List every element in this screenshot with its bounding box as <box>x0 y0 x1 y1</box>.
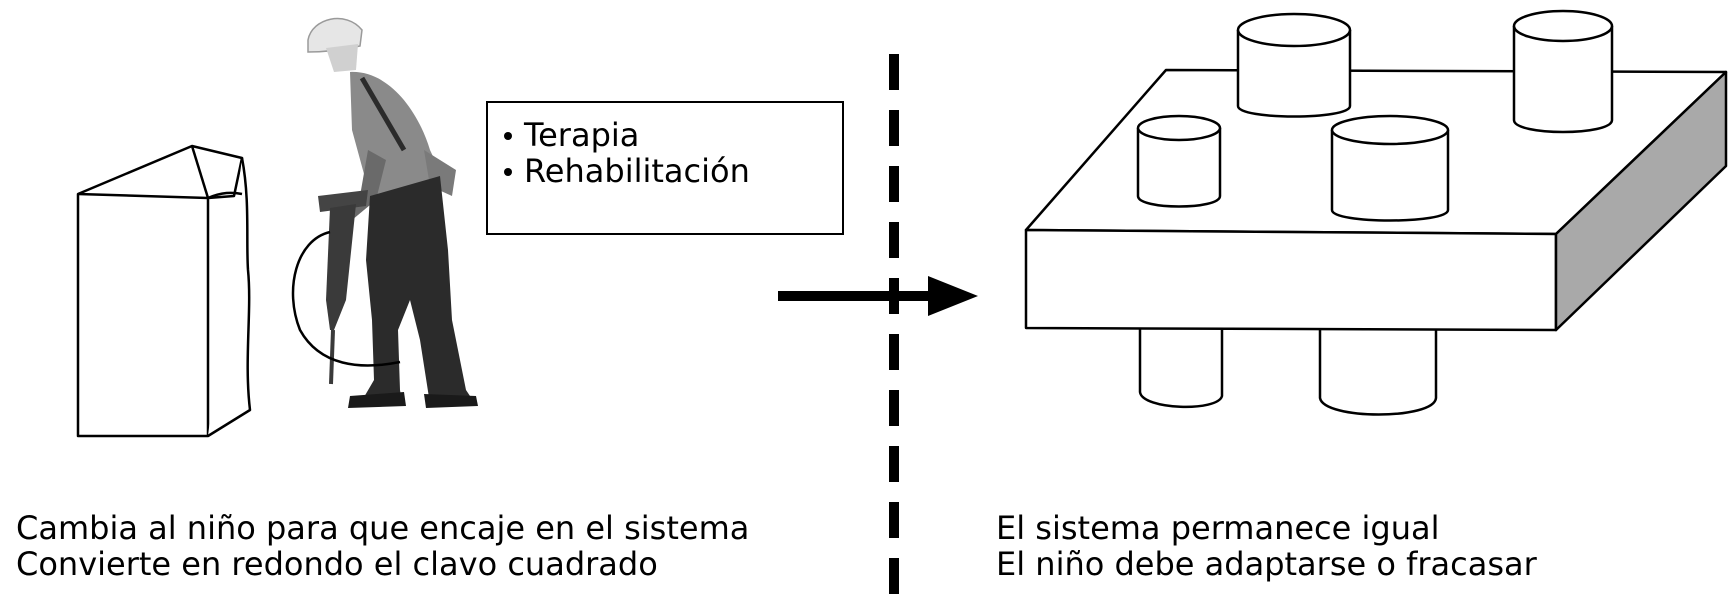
intervention-box: Terapia Rehabilitación <box>486 101 844 235</box>
right-caption-line-1: El sistema permanece igual <box>996 509 1440 547</box>
jackhammer-icon <box>291 190 401 385</box>
intervention-item-therapy: Terapia <box>504 117 842 153</box>
left-caption: Cambia al niño para que encaje en el sis… <box>16 510 749 582</box>
worker-figure <box>307 17 478 408</box>
left-caption-line-2: Convierte en redondo el clavo cuadrado <box>16 545 658 583</box>
intervention-item-rehab: Rehabilitación <box>504 153 842 189</box>
peg-board <box>1024 9 1728 416</box>
left-caption-line-1: Cambia al niño para que encaje en el sis… <box>16 509 750 547</box>
intervention-list: Terapia Rehabilitación <box>488 103 842 189</box>
square-peg-block <box>76 144 252 438</box>
arrow-right-icon <box>778 276 978 316</box>
right-caption: El sistema permanece igual El niño debe … <box>996 510 1537 582</box>
right-caption-line-2: El niño debe adaptarse o fracasar <box>996 545 1537 583</box>
